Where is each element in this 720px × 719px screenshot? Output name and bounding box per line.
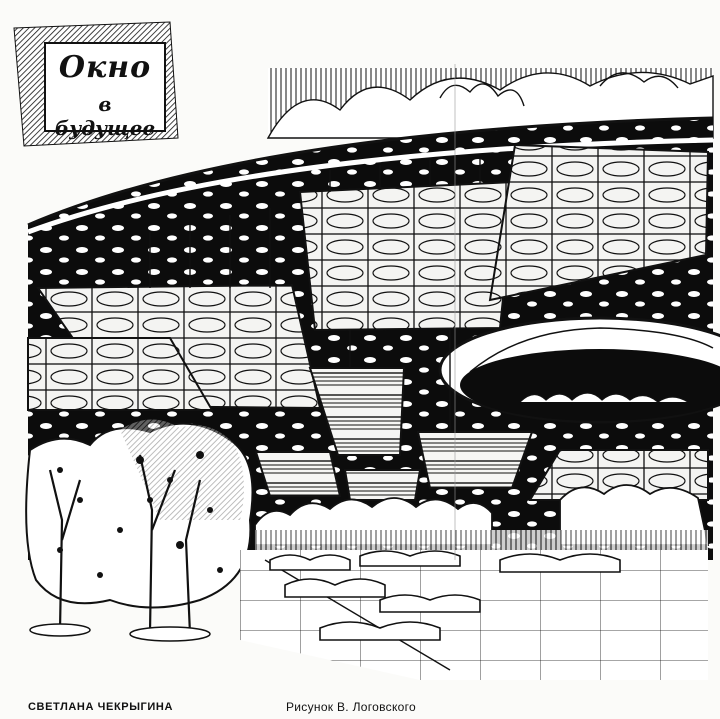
title-line-1: Окно (58, 50, 152, 85)
title-line-2: в будущее (54, 92, 156, 140)
illustration-credit: Рисунок В. Логовского (286, 700, 416, 714)
trees-left (25, 419, 254, 642)
floating-ring (438, 316, 720, 424)
support-cables (149, 158, 481, 432)
title-badge: Окно в будущее (10, 18, 180, 148)
author-credit: СВЕТЛАНА ЧЕКРЫГИНА (28, 701, 173, 713)
ceiling-panels (27, 143, 710, 501)
shrubs-row (254, 484, 710, 550)
ground-plaza (240, 550, 708, 680)
title-box: Окно в будущее (44, 42, 166, 140)
